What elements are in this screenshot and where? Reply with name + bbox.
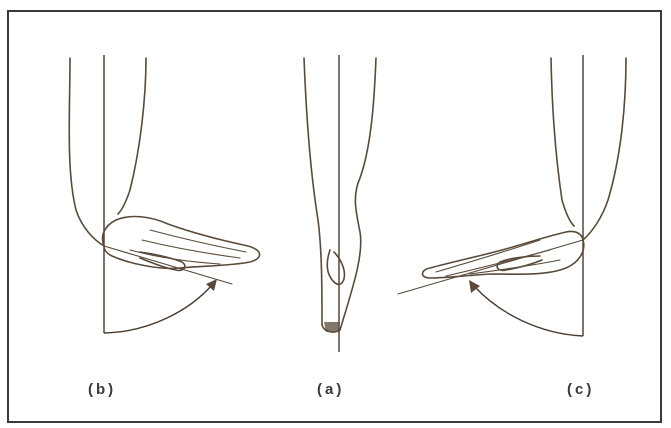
panel-a-forearm-right (340, 58, 376, 330)
panel-a-fingertip-fill (324, 322, 340, 332)
panel-c-caption: (c) (567, 381, 594, 398)
panel-a-thumb (327, 250, 344, 284)
panel-c-hand-axis (398, 240, 583, 294)
panel-a-forearm-left (304, 58, 322, 325)
panel-b-illustration (69, 55, 259, 333)
panel-c-forearm (583, 58, 626, 240)
panel-b-forearm-inner (118, 58, 146, 214)
panel-b-angle-arc (104, 285, 212, 333)
panel-a-caption: (a) (317, 381, 344, 398)
panel-a-illustration (304, 55, 376, 352)
panel-c-fingers (436, 240, 560, 276)
panel-c-forearm-inner (551, 58, 574, 226)
panel-b-caption: (b) (88, 381, 116, 398)
panel-c-angle-arc (474, 286, 583, 336)
panel-b-forearm (69, 58, 104, 246)
panel-b-hand-axis (104, 246, 232, 284)
panel-c-illustration (398, 55, 626, 336)
